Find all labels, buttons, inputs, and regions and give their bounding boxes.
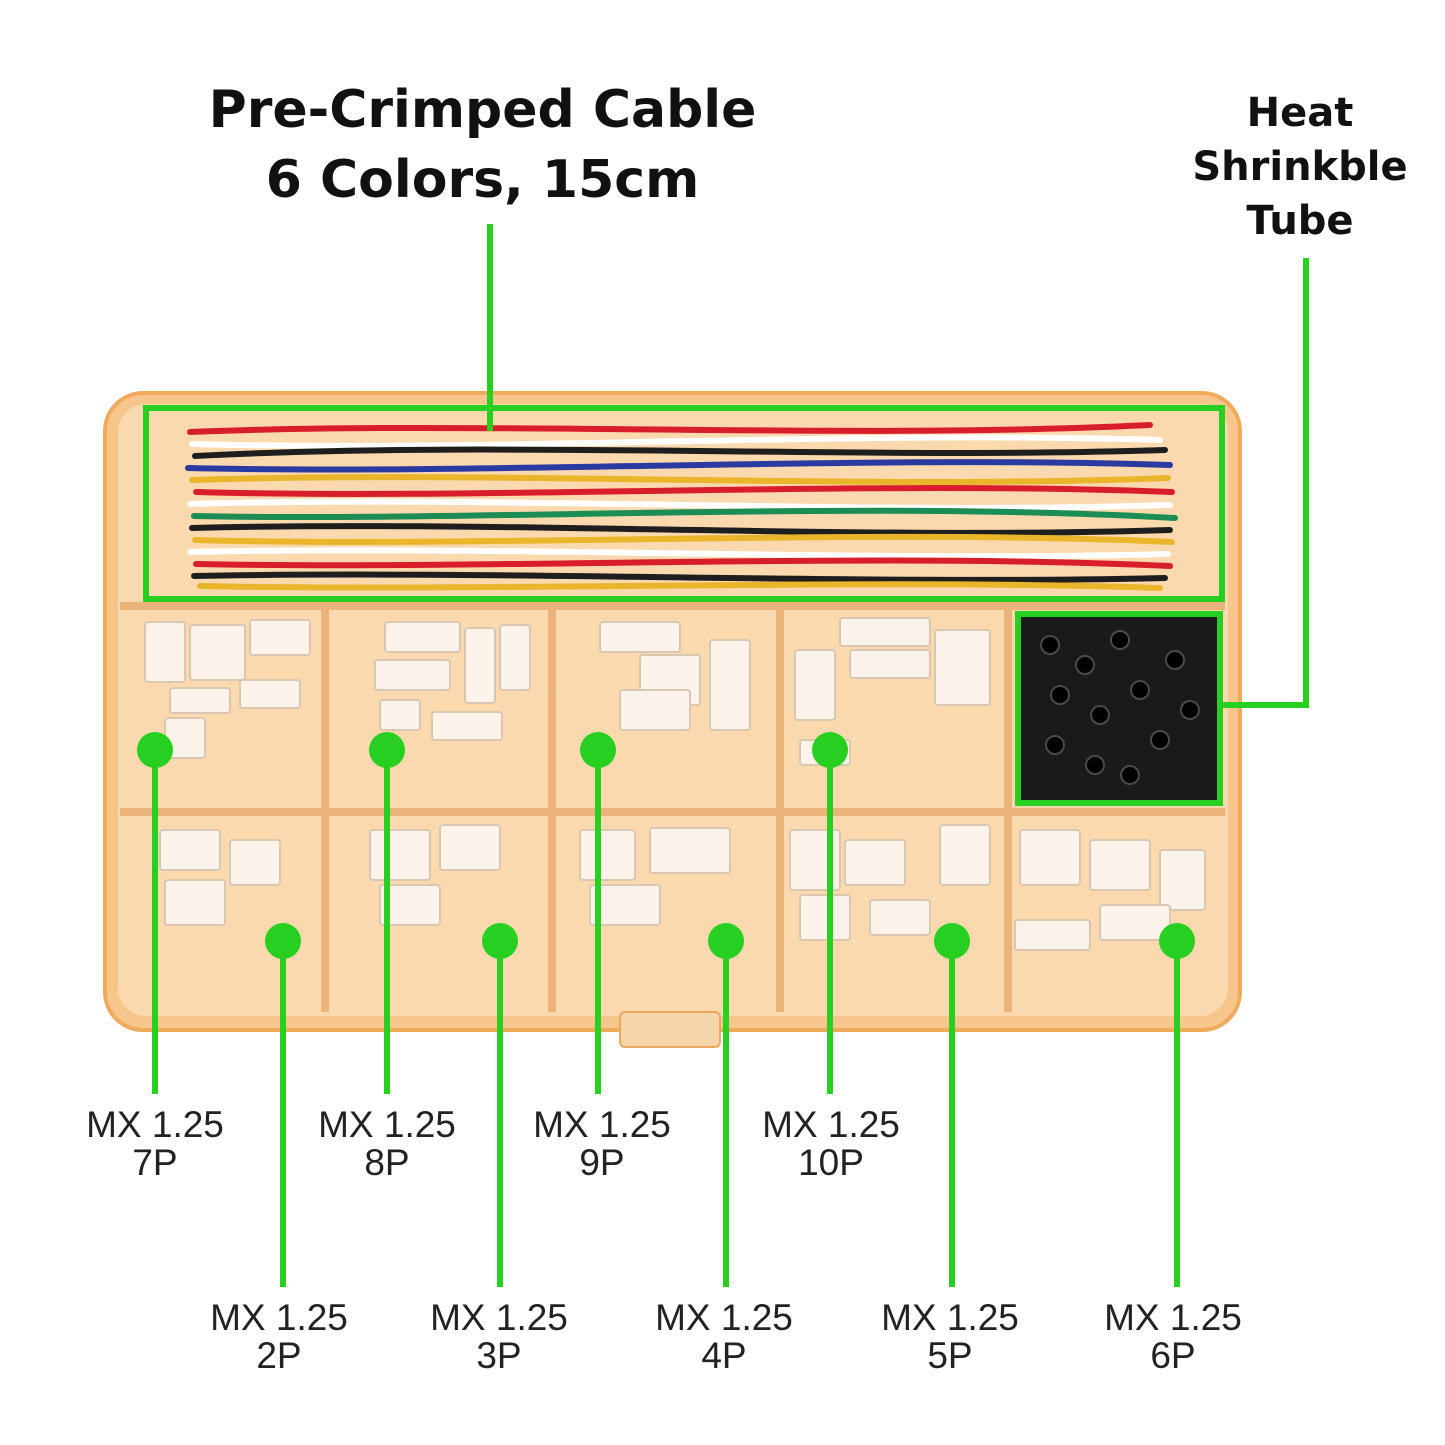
compartment-dividers	[120, 602, 1225, 1012]
cable-title-line1: Pre-Crimped Cable	[208, 80, 757, 140]
dot-9p	[580, 732, 616, 768]
box-latch	[619, 1011, 721, 1048]
dot-4p	[708, 923, 744, 959]
cable-bundle	[185, 422, 1178, 591]
dot-10p	[812, 732, 848, 768]
tube-ends	[1040, 630, 1200, 785]
leader-lines	[152, 224, 1309, 1287]
callout-dots	[137, 732, 1195, 959]
tube-callout-frame	[1015, 611, 1223, 806]
connector-pieces	[144, 617, 1206, 951]
dot-5p	[934, 923, 970, 959]
dot-8p	[369, 732, 405, 768]
dot-3p	[482, 923, 518, 959]
dot-6p	[1159, 923, 1195, 959]
cable-title-line2: 6 Colors, 15cm	[265, 150, 700, 210]
cable-callout-frame	[143, 405, 1225, 602]
heat-title-line3: Tube	[1246, 198, 1354, 244]
dot-7p	[137, 732, 173, 768]
callout-frames	[143, 405, 1225, 806]
dot-2p	[265, 923, 301, 959]
heat-title-line1: Heat	[1246, 90, 1354, 136]
heat-title-line2: Shrinkble	[1192, 144, 1408, 190]
